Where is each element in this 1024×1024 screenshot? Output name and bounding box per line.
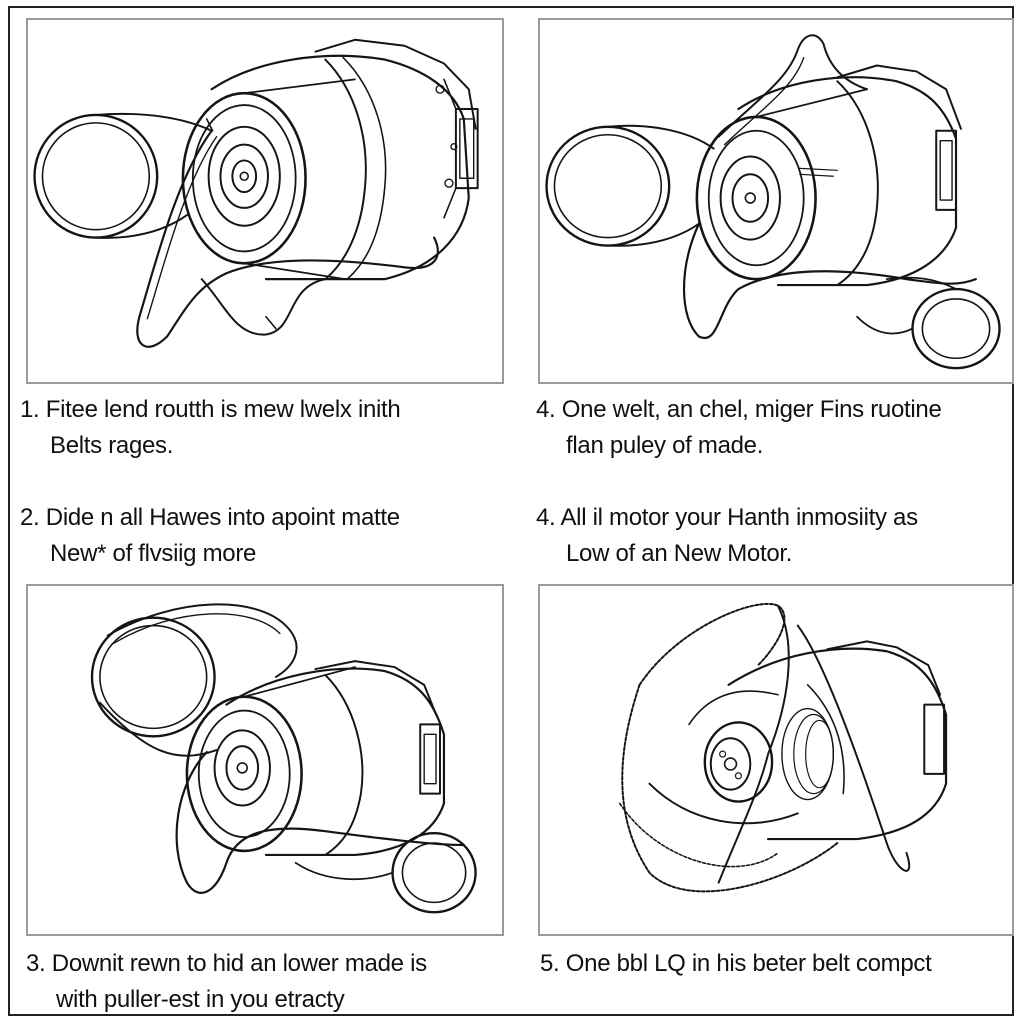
illustration-panel-1 bbox=[26, 18, 504, 384]
caption-step-4a-line1: 4. One welt, an chel, miger Fins ruotine bbox=[536, 396, 942, 423]
caption-step-4a-line2: flan puley of made. bbox=[566, 432, 764, 459]
illustration-panel-2 bbox=[538, 18, 1014, 384]
caption-step-4b-line1: 4. All il motor your Hanth inmosiity as bbox=[536, 504, 918, 531]
caption-step-2-line2: New* of flvsiig more bbox=[50, 540, 257, 567]
caption-step-2: 2. Dide n all Hawes into apoint matte Ne… bbox=[20, 500, 400, 572]
caption-step-1-line2: Belts rages. bbox=[50, 432, 174, 459]
caption-step-3: 3. Downit rewn to hid an lower made is w… bbox=[26, 946, 427, 1018]
caption-step-1-line1: 1. Fitee lend routth is mew lwelx inith bbox=[20, 396, 401, 423]
motor-belt-routing-icon bbox=[545, 34, 1001, 370]
caption-step-4b-line2: Low of an New Motor. bbox=[566, 540, 793, 567]
motor-belt-routing-icon bbox=[619, 602, 948, 893]
caption-step-3-line2: with puller-est in you etracty bbox=[56, 986, 345, 1013]
caption-step-3-line1: 3. Downit rewn to hid an lower made is bbox=[26, 950, 427, 977]
caption-step-4b: 4. All il motor your Hanth inmosiity as … bbox=[536, 500, 918, 572]
motor-belt-routing-icon bbox=[90, 603, 477, 914]
illustration-panel-4 bbox=[538, 584, 1014, 936]
caption-step-4a: 4. One welt, an chel, miger Fins ruotine… bbox=[536, 392, 942, 464]
caption-step-1: 1. Fitee lend routth is mew lwelx inith … bbox=[20, 392, 401, 464]
caption-step-5: 5. One bbl LQ in his beter belt compct bbox=[540, 946, 932, 982]
motor-belt-routing-icon bbox=[33, 38, 479, 348]
caption-step-5-line1: 5. One bbl LQ in his beter belt compct bbox=[540, 950, 932, 977]
caption-step-2-line1: 2. Dide n all Hawes into apoint matte bbox=[20, 504, 400, 531]
illustration-panel-3 bbox=[26, 584, 504, 936]
